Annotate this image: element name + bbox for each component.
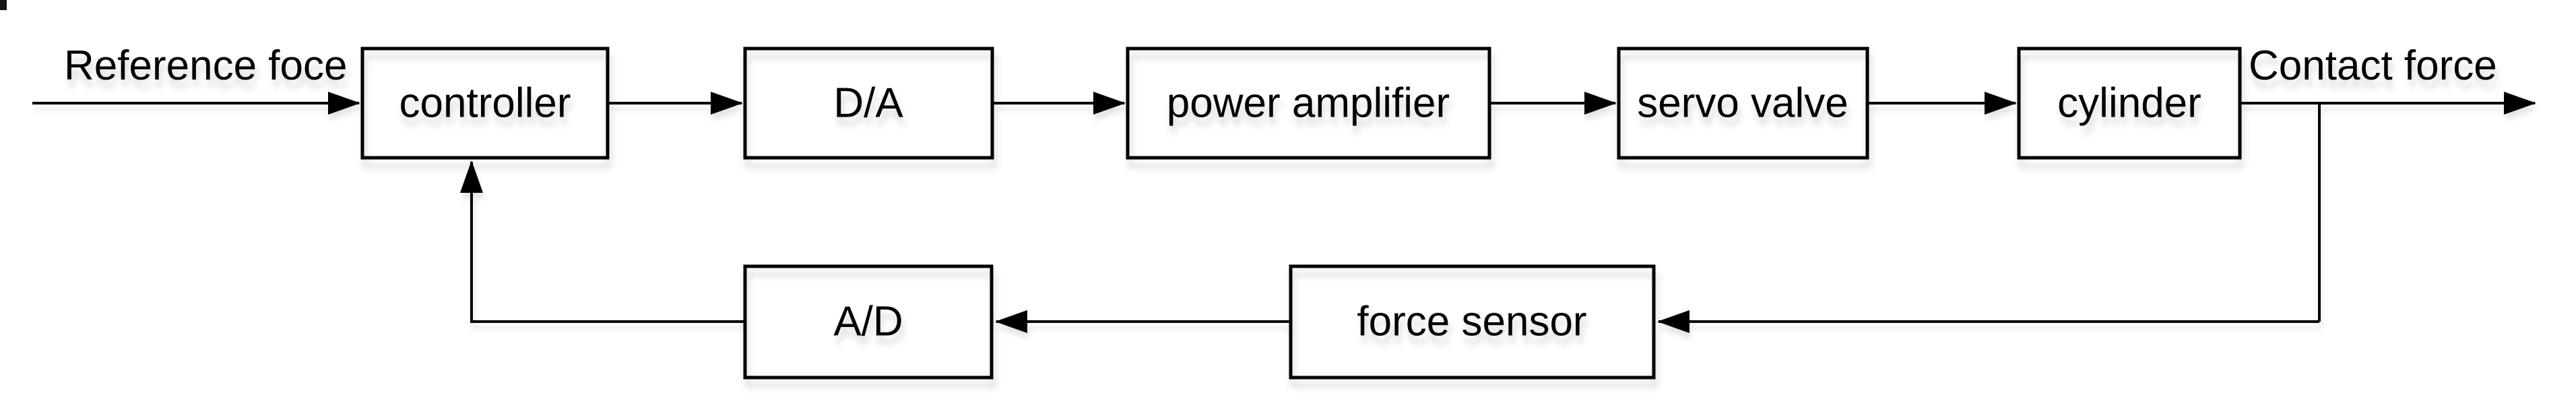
- servo-valve-box: [1617, 47, 1869, 160]
- power-amplifier-label: power amplifier: [1167, 80, 1450, 127]
- ad-converter-box: [743, 264, 994, 380]
- scan-artifact: [0, 0, 7, 10]
- da-converter-box: [743, 47, 994, 160]
- controller-box: [360, 47, 610, 160]
- cylinder-label: cylinder: [2057, 80, 2201, 127]
- da-converter-label: D/A: [833, 80, 903, 127]
- force-sensor-label: force sensor: [1357, 299, 1586, 345]
- block-servo-valve: servo valve: [1617, 47, 1869, 160]
- power-amplifier-box: [1126, 47, 1491, 160]
- ad-converter-label: A/D: [833, 299, 903, 345]
- input-signal-label: Reference foce: [64, 42, 347, 89]
- output-signal-label: Contact force: [2249, 42, 2497, 89]
- arrow-ad-to-controller-feedback: [460, 160, 744, 323]
- block-power-amplifier: power amplifier: [1126, 47, 1491, 160]
- servo-valve-label: servo valve: [1637, 80, 1848, 127]
- block-cylinder: cylinder: [2017, 47, 2242, 160]
- controller-label: controller: [399, 80, 571, 127]
- force-sensor-box: [1289, 264, 1656, 380]
- block-da-converter: D/A: [743, 47, 994, 160]
- block-ad-converter: A/D: [743, 264, 994, 380]
- block-force-sensor: force sensor: [1289, 264, 1656, 380]
- cylinder-box: [2017, 47, 2242, 160]
- block-controller: controller: [360, 47, 610, 160]
